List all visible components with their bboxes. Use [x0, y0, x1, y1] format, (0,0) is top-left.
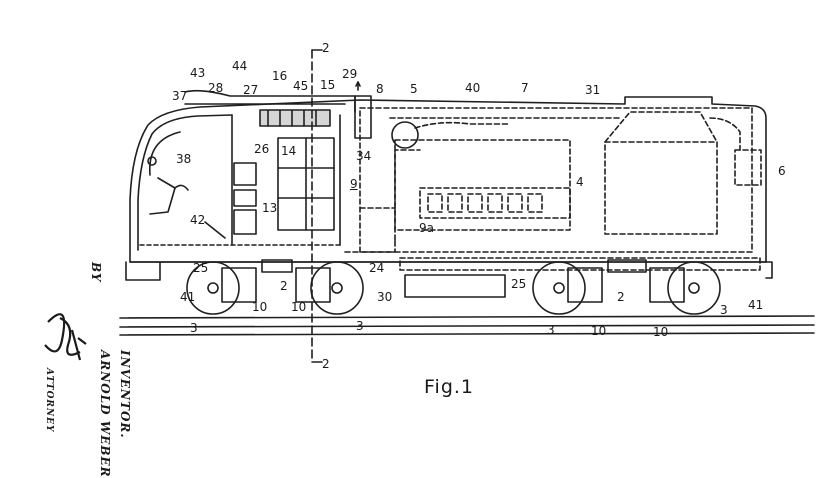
ref-3-c: 3 — [547, 323, 555, 337]
ref-41-right: 41 — [748, 298, 764, 312]
ref-44: 44 — [232, 59, 248, 73]
ref-14: 14 — [281, 144, 297, 158]
section-label-top: 2 — [322, 41, 330, 55]
ref-3-b: 3 — [356, 319, 364, 333]
ref-10-b: 10 — [291, 300, 307, 314]
rear-coupler — [765, 261, 773, 279]
section-label-bottom: 2 — [322, 357, 330, 371]
ref-42: 42 — [190, 213, 206, 227]
ref-13: 13 — [262, 201, 278, 215]
bogie-left — [186, 259, 364, 315]
ref-5: 5 — [410, 82, 418, 96]
ref-31: 31 — [585, 83, 601, 97]
ref-29: 29 — [342, 67, 358, 81]
ref-43: 43 — [190, 66, 206, 80]
ref-30: 30 — [377, 290, 393, 304]
blower-circle — [391, 121, 419, 149]
ref-38: 38 — [176, 152, 192, 166]
ref-41-left: 41 — [180, 290, 196, 304]
ref-10-d: 10 — [653, 325, 669, 339]
figure-title: Fig.1 — [424, 376, 475, 398]
ref-25-left: 25 — [193, 261, 209, 275]
ref-37: 37 — [172, 89, 188, 103]
ref-16: 16 — [272, 69, 288, 83]
ref-3-a: 3 — [190, 321, 198, 335]
rail-lines — [119, 315, 815, 336]
ref-15: 15 — [320, 78, 336, 92]
cab-interior — [147, 131, 257, 239]
locomotive-body — [129, 96, 767, 263]
ref-6: 6 — [778, 164, 786, 178]
fuel-tank — [404, 274, 506, 298]
inventor-name: ARNOLD WEBER — [98, 350, 112, 478]
engine-hidden-lines — [344, 107, 762, 271]
ref-2-left: 2 — [280, 279, 288, 293]
air-duct — [184, 81, 372, 139]
by-caption: BY — [89, 262, 103, 283]
bogie-right — [532, 259, 721, 315]
ref-10-a: 10 — [252, 300, 268, 314]
ref-26: 26 — [254, 142, 270, 156]
ref-9: 9 — [350, 177, 358, 191]
ref-10-c: 10 — [591, 324, 607, 338]
attorney-caption: ATTORNEY — [44, 368, 54, 433]
ref-2-right: 2 — [617, 290, 625, 304]
ref-24: 24 — [369, 261, 385, 275]
ref-3-d: 3 — [720, 303, 728, 317]
ref-40: 40 — [465, 81, 481, 95]
ref-9a: 9a — [419, 221, 434, 235]
ref-34: 34 — [356, 149, 372, 163]
ref-28: 28 — [208, 81, 224, 95]
ref-7: 7 — [521, 81, 529, 95]
ref-27: 27 — [243, 83, 259, 97]
front-coupler — [125, 261, 161, 281]
attorney-signature — [44, 313, 87, 361]
ref-4: 4 — [576, 175, 584, 189]
ref-45: 45 — [293, 79, 309, 93]
inventor-caption: INVENTOR. — [118, 350, 132, 439]
ref-25-right: 25 — [511, 277, 527, 291]
ref-8: 8 — [376, 82, 384, 96]
